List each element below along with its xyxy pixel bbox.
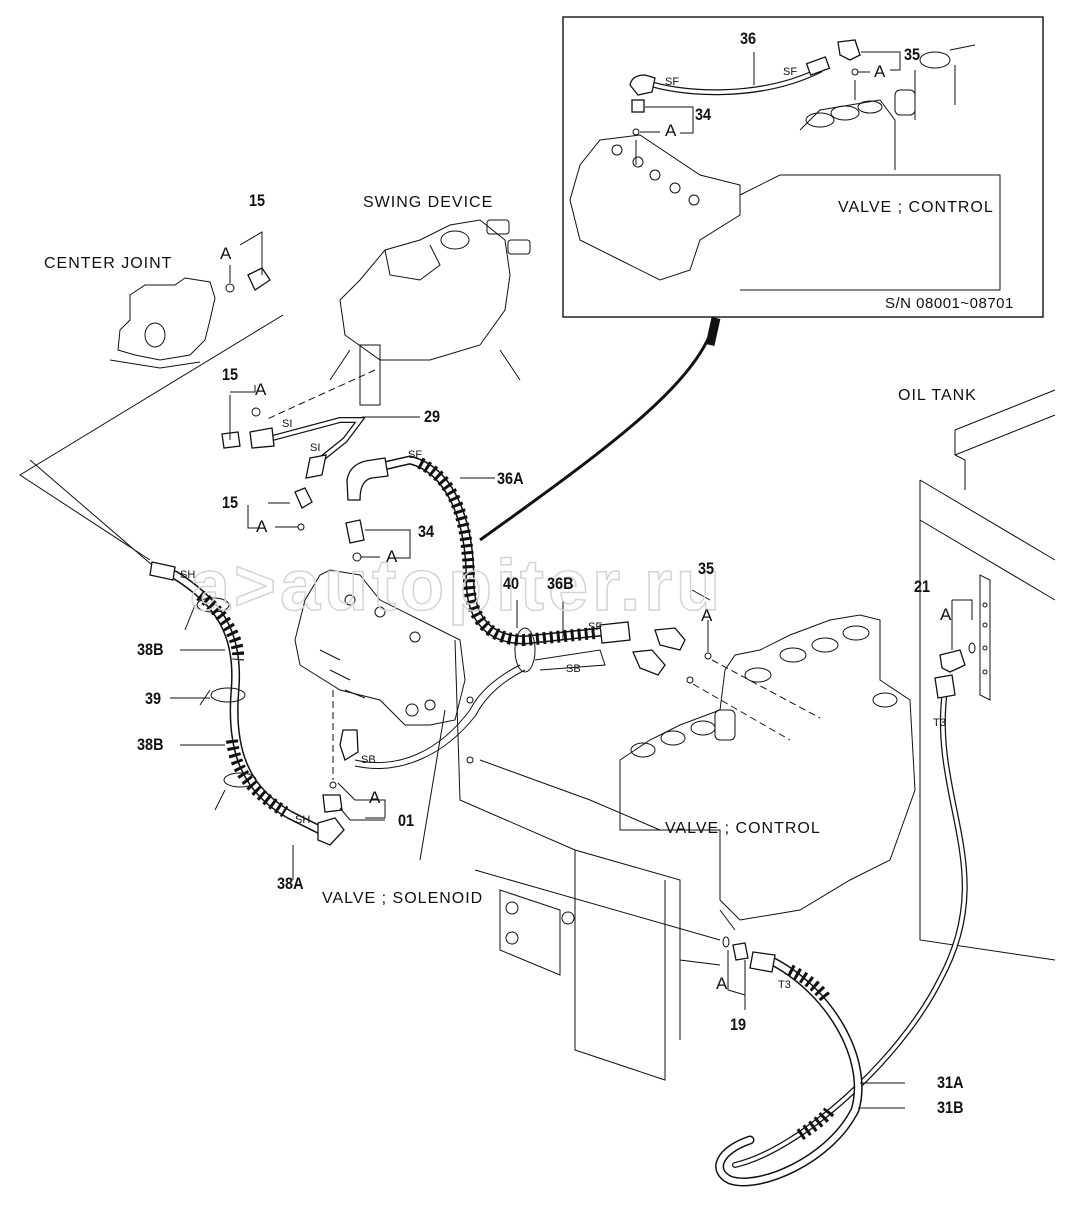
- center-joint-body: [109, 277, 216, 369]
- code-sh-upper: SH: [180, 569, 196, 581]
- label-15-top: 15: [249, 191, 266, 210]
- caption-center-joint: CENTER JOINT: [44, 255, 173, 272]
- seal-a-inset-right: A: [874, 62, 886, 81]
- label-34-inset: 34: [695, 105, 712, 124]
- label-36: 36: [740, 29, 757, 48]
- label-01: 01: [398, 811, 415, 830]
- control-valve-body: [619, 614, 916, 966]
- label-19: 19: [730, 1015, 747, 1034]
- label-15-mid: 15: [222, 365, 239, 384]
- label-35: 35: [698, 559, 715, 578]
- label-34: 34: [418, 522, 435, 541]
- label-38A: 38A: [277, 874, 304, 893]
- caption-oil-tank: OIL TANK: [898, 387, 977, 404]
- seal-a-21: A: [940, 605, 952, 624]
- swing-device-body: [329, 219, 531, 406]
- caption-valve-control-inset: VALVE ; CONTROL: [838, 199, 994, 216]
- oil-tank-body: [919, 389, 1056, 961]
- code-sf-36A: SF: [408, 449, 423, 461]
- seal-a-mid: A: [255, 380, 267, 399]
- mounting-bracket: [454, 639, 681, 1081]
- label-36A: 36A: [497, 469, 524, 488]
- code-si-upper: SI: [282, 418, 293, 430]
- code-sb-left: SB: [361, 754, 376, 766]
- code-si-lower: SI: [310, 442, 321, 454]
- seal-a-top: A: [220, 244, 232, 263]
- inset-pointer: [479, 317, 718, 542]
- label-35-inset: 35: [904, 45, 921, 64]
- label-38B-lower: 38B: [137, 735, 164, 754]
- label-36B: 36B: [547, 574, 574, 593]
- caption-valve-solenoid: VALVE ; SOLENOID: [322, 890, 484, 907]
- inset-frame: [562, 16, 1044, 318]
- label-38B-upper: 38B: [137, 640, 164, 659]
- label-21: 21: [914, 577, 931, 596]
- label-15-low: 15: [222, 493, 239, 512]
- serial-range: S/N 08001~08701: [885, 295, 1014, 312]
- code-sf-inset-left: SF: [665, 76, 680, 88]
- seal-a-low: A: [256, 517, 268, 536]
- seal-a-inset-left: A: [665, 121, 677, 140]
- seal-a-35: A: [701, 606, 713, 625]
- seal-a-01: A: [369, 788, 381, 807]
- label-40: 40: [503, 574, 520, 593]
- label-31A: 31A: [937, 1073, 964, 1092]
- watermark: a>autopiter.ru: [189, 545, 725, 627]
- label-31B: 31B: [937, 1098, 964, 1117]
- code-t3-upper: T3: [933, 717, 946, 729]
- code-t3-lower: T3: [778, 979, 791, 991]
- caption-swing-device: SWING DEVICE: [363, 194, 494, 211]
- code-sf-36B: SF: [588, 621, 603, 633]
- label-39: 39: [145, 689, 162, 708]
- seal-a-34: A: [386, 547, 398, 566]
- code-sh-lower: SH: [295, 814, 311, 826]
- seal-a-19: A: [716, 974, 728, 993]
- caption-valve-control: VALVE ; CONTROL: [665, 820, 821, 837]
- label-29: 29: [424, 407, 441, 426]
- code-sb-right: SB: [566, 663, 581, 675]
- code-sf-inset-right: SF: [783, 66, 798, 78]
